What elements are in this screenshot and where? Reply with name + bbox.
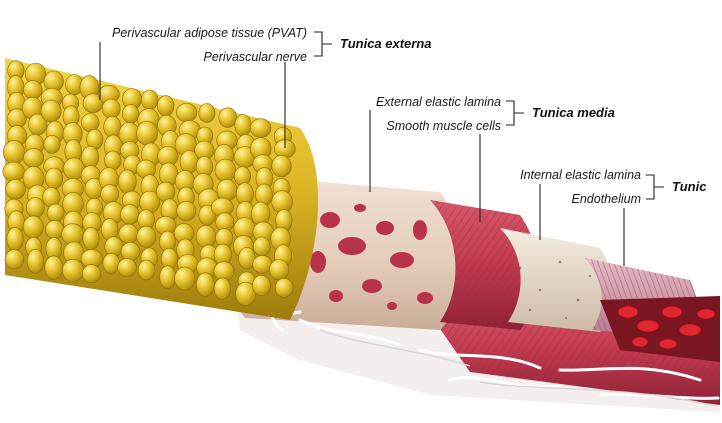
adipocyte: [235, 281, 256, 307]
adipocyte: [43, 134, 61, 154]
group-tunica-externa: Tunica externa: [340, 36, 432, 51]
adipocyte: [198, 103, 216, 123]
group-tunica-media: Tunica media: [532, 105, 615, 120]
adipocyte: [234, 114, 252, 137]
adipocyte: [216, 179, 238, 202]
adipocyte: [25, 197, 45, 219]
label-internal-elastic-lamina: Internal elastic lamina: [520, 168, 641, 182]
label-perivascular-nerve: Perivascular nerve: [203, 50, 307, 64]
adipocyte: [44, 167, 64, 190]
adipocyte: [26, 248, 45, 274]
adipocyte: [46, 203, 65, 223]
adipocyte: [196, 272, 215, 297]
adipocyte: [82, 227, 100, 251]
adventitia-vessel-holes: [294, 204, 433, 310]
adipocyte: [176, 200, 197, 221]
label-pvat: Perivascular adipose tissue (PVAT): [112, 26, 307, 40]
adipocyte: [136, 120, 158, 146]
adipocyte: [103, 115, 122, 139]
adipocyte: [23, 148, 45, 168]
adipocyte: [81, 145, 100, 169]
adipocyte: [104, 150, 122, 171]
adipocyte: [120, 204, 140, 225]
red-blood-cells: [617, 305, 716, 350]
adipocyte: [141, 89, 159, 111]
adipocyte: [174, 266, 196, 291]
label-endothelium: Endothelium: [571, 192, 642, 206]
adipocyte: [118, 223, 139, 244]
adipocyte: [234, 166, 252, 186]
adipocyte: [4, 249, 25, 270]
adipocyte: [271, 154, 292, 178]
internal-elastic-lamina-tube: [500, 228, 614, 332]
group-tunica-intima: Tunic: [672, 179, 707, 194]
adipocytes: [2, 60, 296, 307]
adipocyte: [253, 236, 271, 257]
adipocyte: [2, 161, 25, 182]
adipocyte: [249, 118, 272, 138]
leader-lines: [99, 31, 664, 266]
adipocyte: [196, 225, 217, 249]
adipocyte: [214, 158, 237, 182]
adipocyte: [45, 220, 65, 240]
adipocyte: [23, 80, 43, 100]
adipocyte: [101, 98, 121, 119]
adipocyte: [117, 258, 137, 277]
adipocyte: [81, 264, 101, 284]
adipocyte: [100, 184, 119, 204]
adipocyte: [156, 181, 176, 202]
adipocyte: [80, 113, 100, 133]
adipocyte: [137, 259, 156, 281]
adipocyte: [251, 274, 271, 296]
adipocyte: [176, 102, 198, 123]
adipocyte: [118, 169, 137, 194]
adipocyte: [136, 225, 157, 248]
adipocyte: [159, 265, 177, 289]
adipocyte: [3, 140, 26, 165]
adipocyte: [6, 227, 24, 252]
adipocyte: [269, 259, 290, 280]
adipocyte: [218, 107, 237, 128]
adipocyte: [62, 258, 84, 282]
adipocyte: [122, 104, 140, 124]
adipocyte: [157, 95, 175, 117]
adipocyte: [22, 215, 44, 239]
adipocyte: [275, 277, 294, 298]
adipocyte: [120, 242, 141, 262]
label-smooth-muscle-cells: Smooth muscle cells: [386, 119, 501, 133]
adipocyte: [40, 99, 62, 123]
adipocyte: [82, 93, 104, 114]
adipocyte: [213, 277, 231, 300]
adipocyte: [44, 255, 64, 280]
adipocyte: [5, 179, 26, 200]
label-external-elastic-lamina: External elastic lamina: [375, 95, 501, 109]
adipocyte: [102, 252, 121, 274]
